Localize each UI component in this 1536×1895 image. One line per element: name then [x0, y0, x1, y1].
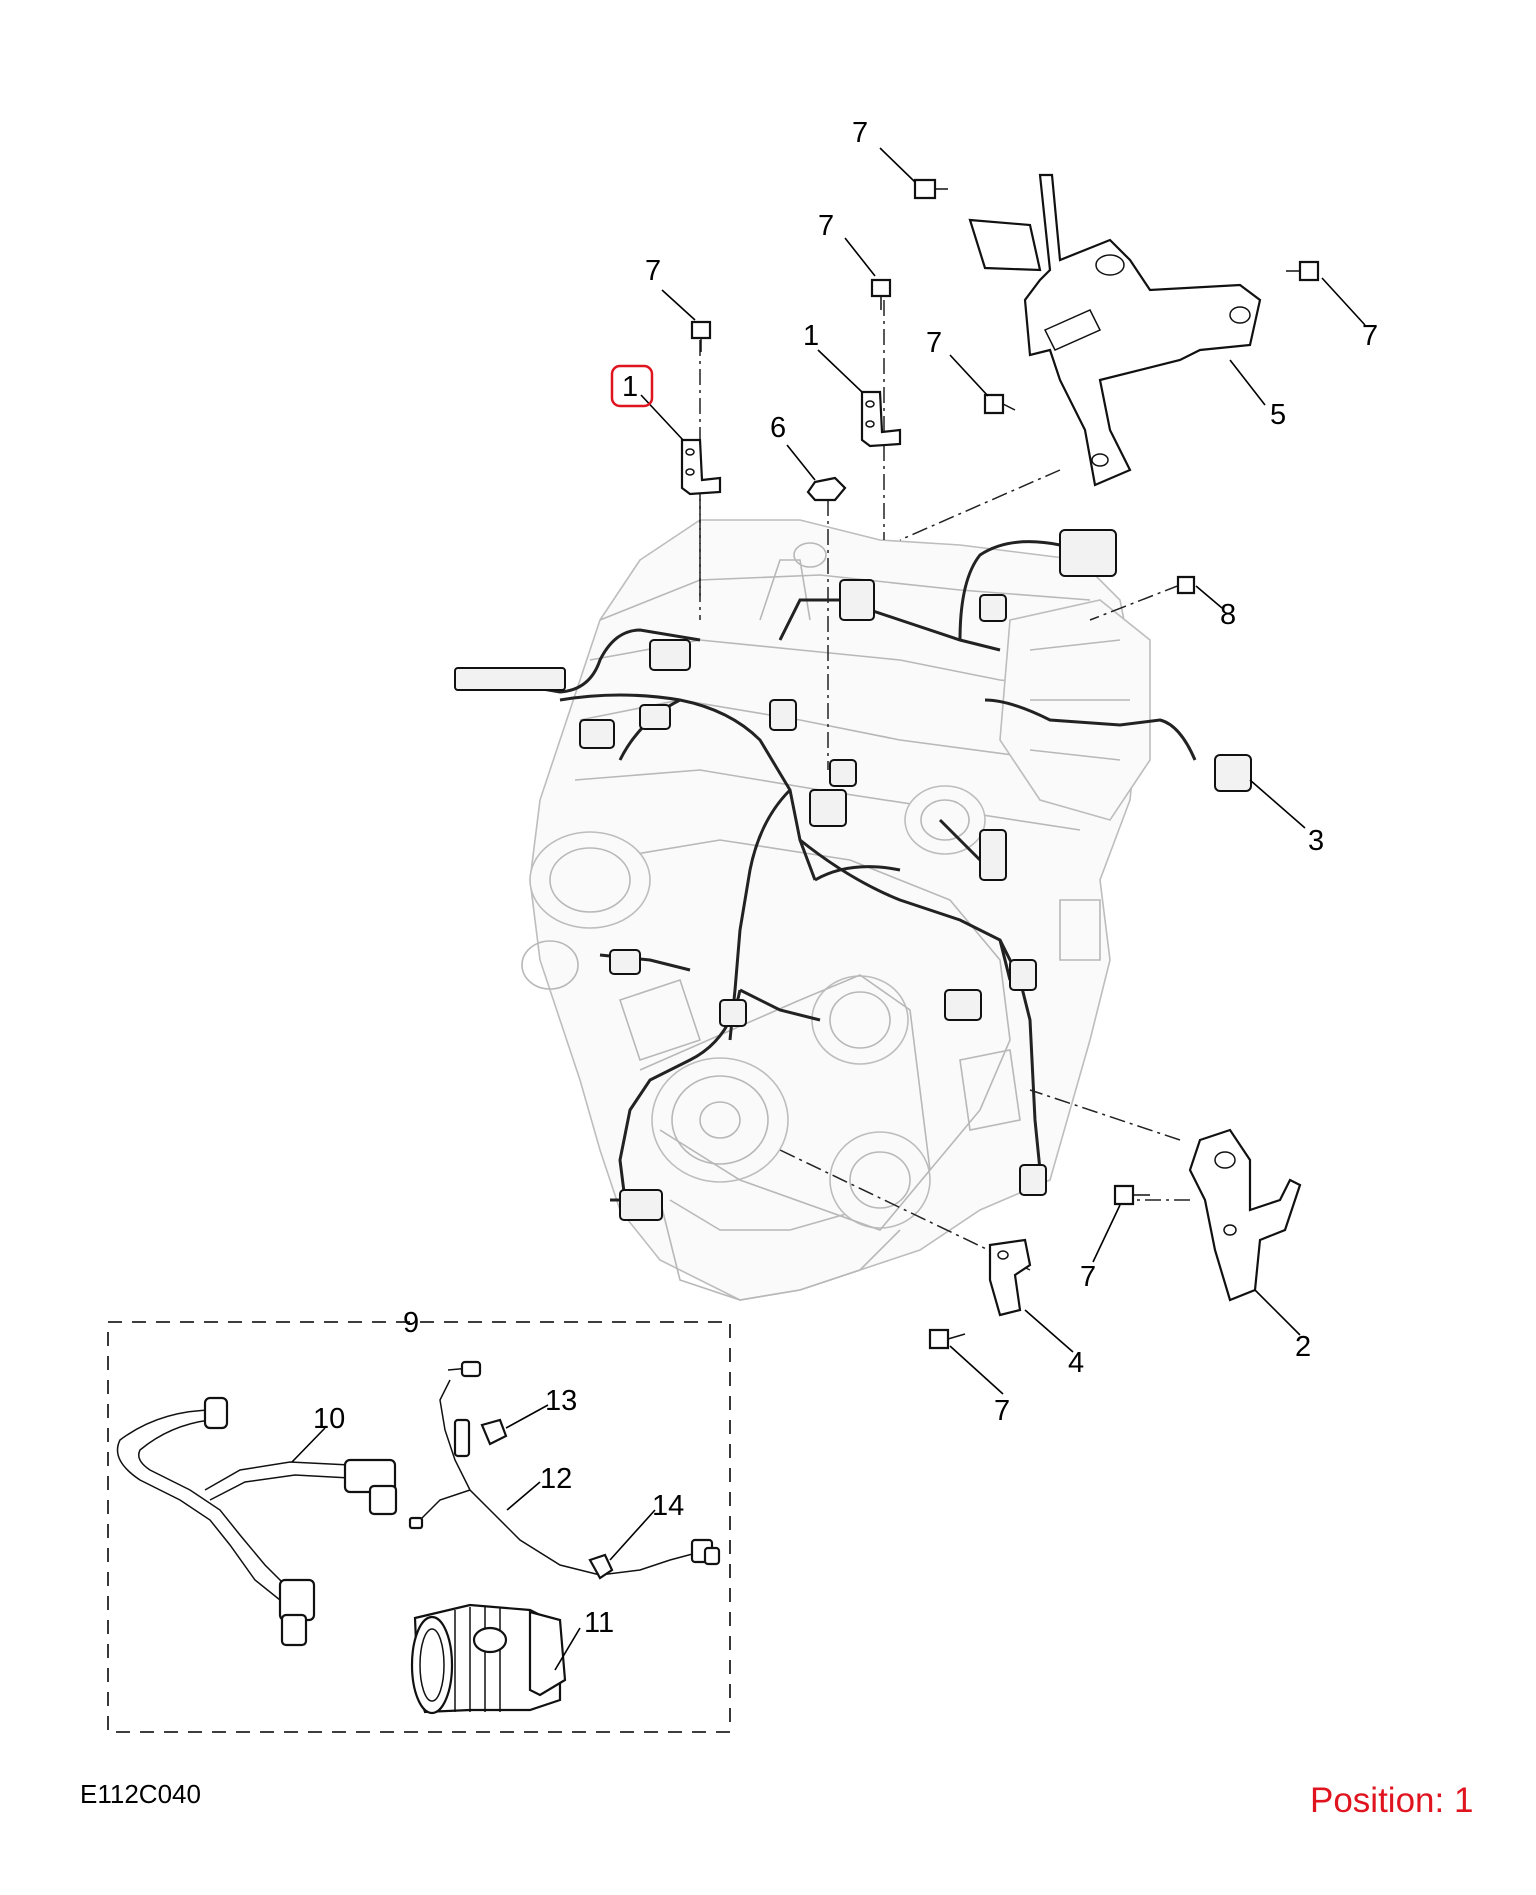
harness-connector: [1019, 1164, 1047, 1196]
harness-connector: [979, 594, 1007, 622]
engine-wiring-harness: [454, 529, 1252, 1221]
bolt-icon: [690, 320, 712, 352]
harness-connector: [609, 949, 641, 975]
bracket-part-5: [968, 173, 1262, 487]
bolt-icon: [1176, 575, 1196, 595]
bolt-icon: [983, 393, 1016, 415]
bracket-part-2: [1188, 1128, 1302, 1302]
callout-13: 13: [545, 1385, 577, 1417]
bolt-icon: [1113, 1184, 1150, 1206]
callout-7-upper-mid: 7: [818, 210, 834, 242]
harness-connector: [809, 789, 847, 827]
bracket-part-4: [988, 1238, 1032, 1317]
callout-labels: 7 7 7 7 7 1 1 5 6 8 3 7 2 4 7 9 10 13 12…: [313, 117, 1378, 1639]
callout-7-lower-right: 7: [1080, 1261, 1096, 1293]
callout-9: 9: [403, 1307, 419, 1339]
callout-7-left: 7: [645, 255, 661, 287]
clip-part-13: [480, 1418, 508, 1446]
callout-1-right: 1: [803, 320, 819, 352]
engine-block-drawing: [521, 519, 1151, 1301]
harness-connector: [639, 704, 671, 730]
highlight-box: [610, 364, 654, 408]
harness-connector: [579, 719, 615, 749]
bracket-part-1-right: [860, 390, 902, 448]
callout-6: 6: [770, 412, 786, 444]
nut-icon: [806, 476, 847, 502]
bolt-icon: [928, 1328, 966, 1350]
kit-group-box: [107, 1321, 731, 1733]
bolt-icon: [870, 278, 892, 310]
harness-connector: [1214, 754, 1252, 792]
callout-8: 8: [1220, 599, 1236, 631]
leader-lines: [291, 147, 1366, 1671]
harness-connector: [829, 759, 857, 787]
fuel-rail: [454, 667, 566, 691]
callout-7-top: 7: [852, 117, 868, 149]
callout-2: 2: [1295, 1331, 1311, 1363]
harness-connector: [1059, 529, 1117, 577]
harness-connector: [1009, 959, 1037, 991]
hose-part-10: [116, 1396, 398, 1647]
bracket-part-1-left: [680, 438, 722, 496]
callout-3: 3: [1308, 825, 1324, 857]
drawing-code: E112C040: [80, 1779, 201, 1809]
callout-7-mid: 7: [926, 327, 942, 359]
harness-connector: [619, 1189, 663, 1221]
harness-connector: [719, 999, 747, 1027]
callout-14: 14: [652, 1490, 684, 1522]
bolt-icon: [913, 178, 948, 200]
harness-connector: [649, 639, 691, 671]
callout-7-right: 7: [1362, 320, 1378, 352]
callout-5: 5: [1270, 399, 1286, 431]
harness-connector: [944, 989, 982, 1021]
callout-4: 4: [1068, 1347, 1084, 1379]
callout-10: 10: [313, 1403, 345, 1435]
intake-duct-part-11: [410, 1603, 567, 1715]
harness-connector: [979, 829, 1007, 881]
callout-12: 12: [540, 1463, 572, 1495]
callout-7-bottom: 7: [994, 1395, 1010, 1427]
bolt-icon: [1286, 260, 1320, 282]
wire-lead-part-12: [408, 1360, 721, 1580]
callout-11: 11: [584, 1607, 614, 1639]
harness-connector: [769, 699, 797, 731]
position-label: Position: 1: [1310, 1781, 1473, 1820]
harness-connector: [839, 579, 875, 621]
callout-1-left: 1: [622, 371, 638, 403]
